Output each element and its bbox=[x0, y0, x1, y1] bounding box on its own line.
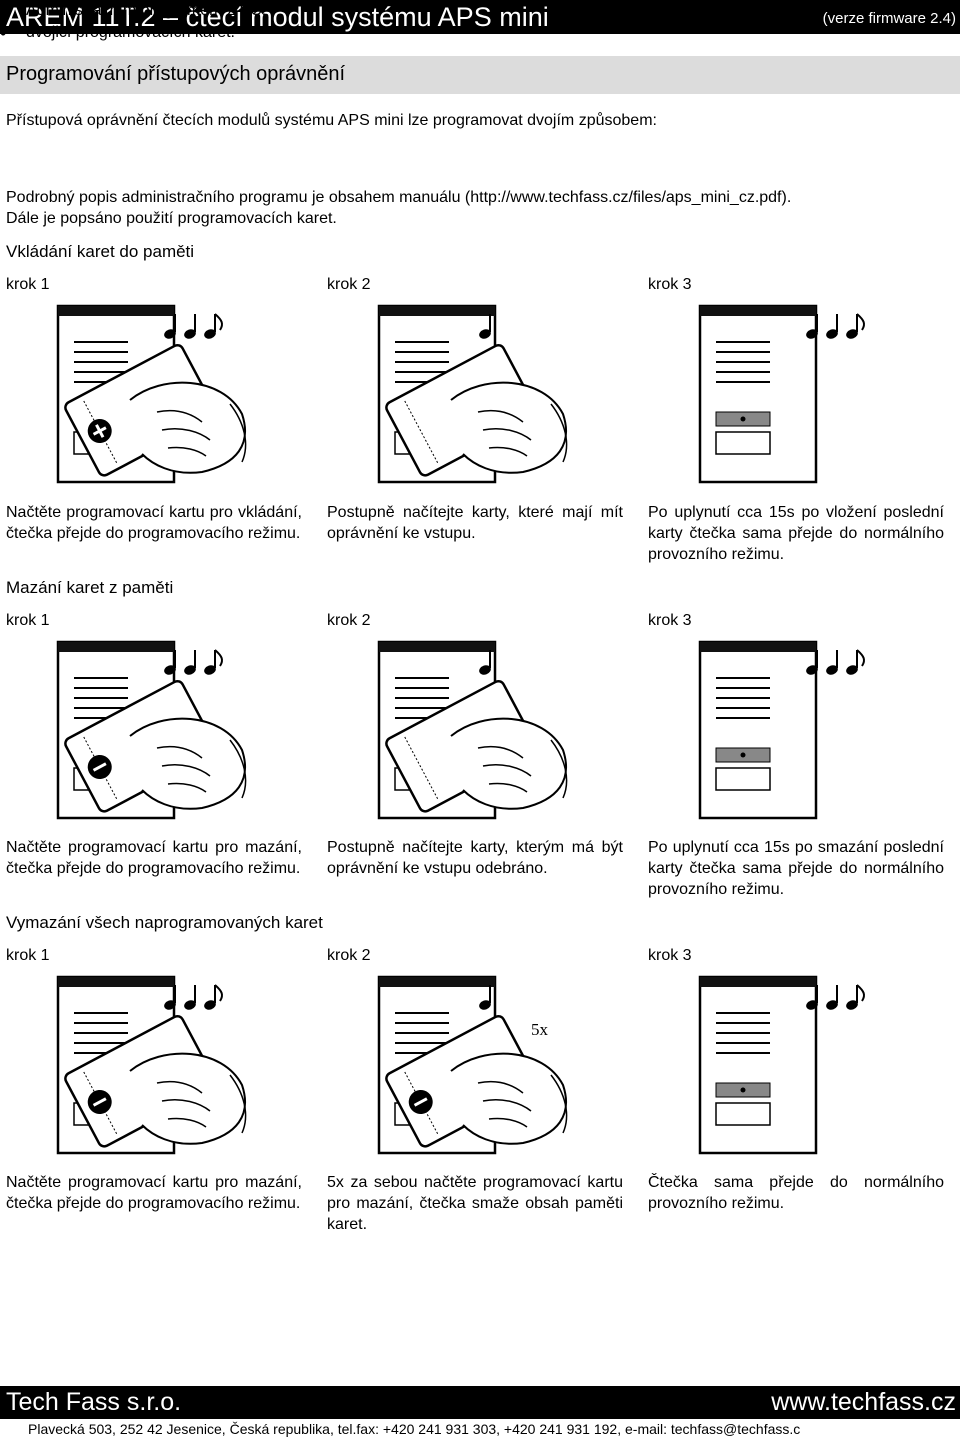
step-label: krok 1 bbox=[6, 612, 50, 629]
reader-card-read-illustration bbox=[377, 640, 568, 820]
subsection-title-erase-all: Vymazání všech naprogramovaných karet bbox=[6, 913, 323, 932]
step-description: Po uplynutí cca 15s po smazání poslední … bbox=[648, 839, 944, 898]
step-description: Postupně načítejte karty, kterým má být … bbox=[327, 839, 623, 877]
step-description: Načtěte programovací kartu pro vkládání,… bbox=[6, 504, 302, 542]
manual-reference: Podrobný popis administračního programu … bbox=[6, 189, 792, 206]
website-link[interactable]: www.techfass.cz bbox=[771, 1388, 956, 1416]
reader-card-insert-illustration bbox=[56, 304, 247, 484]
reader-card-delete-repeat-illustration: 5x bbox=[377, 975, 568, 1155]
step-description: Čtečka sama přejde do normálního provozn… bbox=[648, 1174, 944, 1212]
step-label: krok 3 bbox=[648, 276, 692, 293]
section-heading: Programování přístupových oprávnění bbox=[0, 56, 960, 94]
step-description: Postupně načítejte karty, které mají mít… bbox=[327, 504, 623, 542]
step-label: krok 3 bbox=[648, 947, 692, 964]
reader-card-delete-illustration bbox=[56, 640, 247, 820]
reader-idle-illustration bbox=[698, 640, 866, 820]
reader-idle-illustration bbox=[698, 304, 866, 484]
step-label: krok 1 bbox=[6, 947, 50, 964]
step-label: krok 2 bbox=[327, 276, 371, 293]
subsection-title-insert: Vkládání karet do paměti bbox=[6, 242, 195, 261]
step-description: Načtěte programovací kartu pro mazání, č… bbox=[6, 839, 302, 877]
repeat-count-label: 5x bbox=[531, 1020, 549, 1039]
list-item: Administračním programem z PC, bbox=[0, 0, 900, 22]
step-label: krok 2 bbox=[327, 947, 371, 964]
subsection-title-delete: Mazání karet z paměti bbox=[6, 578, 174, 597]
method-list: Administračním programem z PC, dvojicí p… bbox=[0, 0, 900, 44]
step-description: 5x za sebou načtěte programovací kartu p… bbox=[327, 1174, 623, 1233]
reader-card-read-illustration bbox=[377, 304, 568, 484]
step-description: Po uplynutí cca 15s po vložení poslední … bbox=[648, 504, 944, 563]
reader-idle-illustration bbox=[698, 975, 866, 1155]
reader-card-delete-illustration bbox=[56, 975, 247, 1155]
cards-intro: Dále je popsáno použití programovacích k… bbox=[6, 210, 337, 227]
document-footer: Tech Fass s.r.o. www.techfass.cz Plaveck… bbox=[0, 1386, 960, 1440]
step-label: krok 2 bbox=[327, 612, 371, 629]
step-label: krok 3 bbox=[648, 612, 692, 629]
step-description: Načtěte programovací kartu pro mazání, č… bbox=[6, 1174, 302, 1212]
contact-address: Plavecká 503, 252 42 Jesenice, Česká rep… bbox=[0, 1419, 960, 1440]
list-item: dvojicí programovacích karet. bbox=[0, 22, 900, 44]
company-name: Tech Fass s.r.o. bbox=[6, 1388, 182, 1416]
step-label: krok 1 bbox=[6, 276, 50, 293]
intro-paragraph: Přístupová oprávnění čtecích modulů syst… bbox=[6, 112, 657, 129]
section-heading-text: Programování přístupových oprávnění bbox=[6, 63, 346, 85]
